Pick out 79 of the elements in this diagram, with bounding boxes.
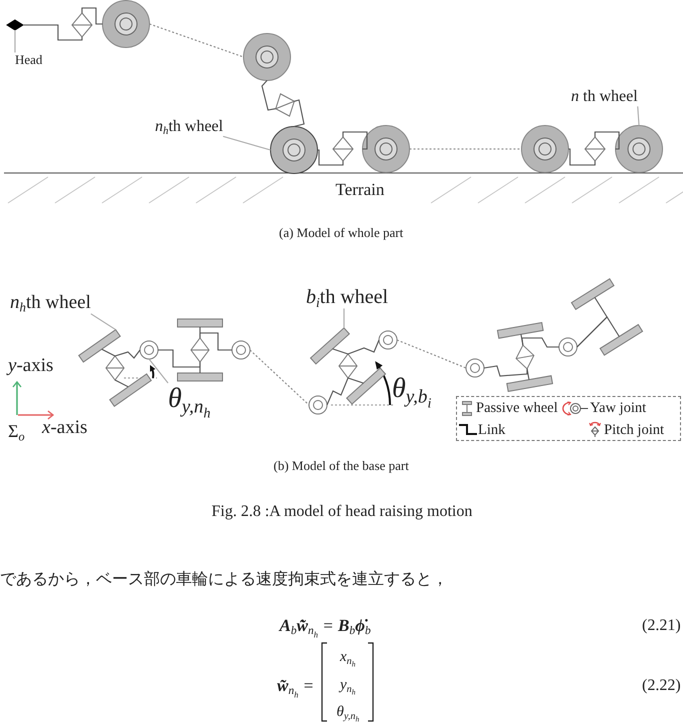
link: [114, 350, 140, 359]
frame-label: Σ$_{o}$: [8, 420, 25, 442]
pitch-joint: [71, 12, 93, 38]
link: [81, 7, 102, 25]
pitch-joint: [338, 353, 358, 379]
wheel: [270, 126, 318, 174]
link: [568, 148, 596, 166]
legend-text: Yaw joint: [590, 400, 646, 416]
yaw-joint: [140, 340, 158, 360]
link: [158, 349, 201, 368]
passive-wheel: [177, 318, 223, 328]
link: [199, 332, 232, 351]
pitch-joint: [332, 136, 354, 162]
leader-line: [14, 30, 16, 52]
figure-caption: Fig. 2.8 :A model of head raising motion: [212, 503, 472, 522]
subfigure-caption: (b) Model of the base part: [274, 458, 409, 474]
passive-wheel: [346, 367, 386, 405]
body-line: [250, 350, 310, 406]
link: [332, 348, 348, 355]
link: [294, 99, 305, 128]
link: [342, 131, 368, 150]
body-line: [396, 340, 466, 368]
wheel: [243, 33, 291, 81]
equation: w̃$_{n}$$_{h}$ =: [277, 676, 314, 696]
yaw-joint: [558, 338, 578, 356]
equation: A$_{b}$w̃̇$_{n}$$_{h}$ = B$_{b}$ϕ̇$_{b}$: [280, 616, 371, 636]
yaw-joint: [378, 330, 398, 350]
link: [102, 348, 116, 356]
wheel: [521, 125, 569, 173]
legend-text: Pitch joint: [604, 422, 664, 438]
leader-line: [343, 308, 345, 328]
pitch-joint: [105, 355, 125, 381]
leader-line: [148, 358, 168, 384]
wheel-label: b$_{i}$th wheel: [306, 286, 388, 308]
legend-text: Passive wheel: [476, 400, 558, 416]
body-text: であるから，ベース部の車輪による速度拘束式を連立すると，: [0, 571, 448, 590]
equation-number: (2.21): [642, 617, 681, 636]
link: [348, 377, 364, 384]
body-line: [410, 148, 522, 150]
pitch-joint: [584, 136, 606, 162]
passive-wheel: [506, 375, 554, 392]
passive-wheel: [496, 322, 544, 339]
yaw-joint: [308, 396, 328, 414]
wheel-label: n th wheel: [571, 88, 638, 106]
link: [199, 362, 201, 373]
pitch-joint: [516, 344, 534, 370]
wheel: [102, 0, 150, 48]
head-label: Head: [15, 52, 42, 68]
link: [594, 131, 620, 150]
link: [521, 337, 559, 348]
link: [23, 24, 83, 41]
head-marker: [6, 19, 24, 31]
link: [261, 80, 276, 111]
passive-wheel: [177, 372, 223, 382]
link: [576, 316, 620, 348]
leader-line: [90, 313, 116, 330]
wheel-label: n$_{h}$th wheel: [155, 118, 224, 136]
wheel: [615, 125, 663, 173]
body-line: [149, 23, 244, 58]
legend-text: Link: [478, 422, 506, 438]
link: [526, 368, 530, 380]
wheel: [362, 125, 410, 173]
equation-number: (2.22): [642, 677, 681, 696]
link: [484, 365, 528, 377]
subfigure-caption: (a) Model of whole part: [279, 226, 404, 240]
yaw-joint: [466, 358, 484, 378]
wheel-label: n$_{h}$th wheel: [10, 292, 91, 314]
leader-line: [222, 136, 271, 151]
pitch-joint: [275, 93, 295, 117]
axis-label: x-axis: [42, 417, 88, 439]
link: [318, 149, 344, 166]
yaw-joint: [232, 340, 250, 360]
axis-label: y-axis: [8, 355, 54, 377]
link: [348, 340, 380, 355]
link: [326, 378, 348, 406]
leader-line: [637, 106, 640, 126]
pitch-joint: [190, 337, 210, 363]
terrain-label: Terrain: [336, 180, 384, 200]
link: [114, 380, 128, 388]
